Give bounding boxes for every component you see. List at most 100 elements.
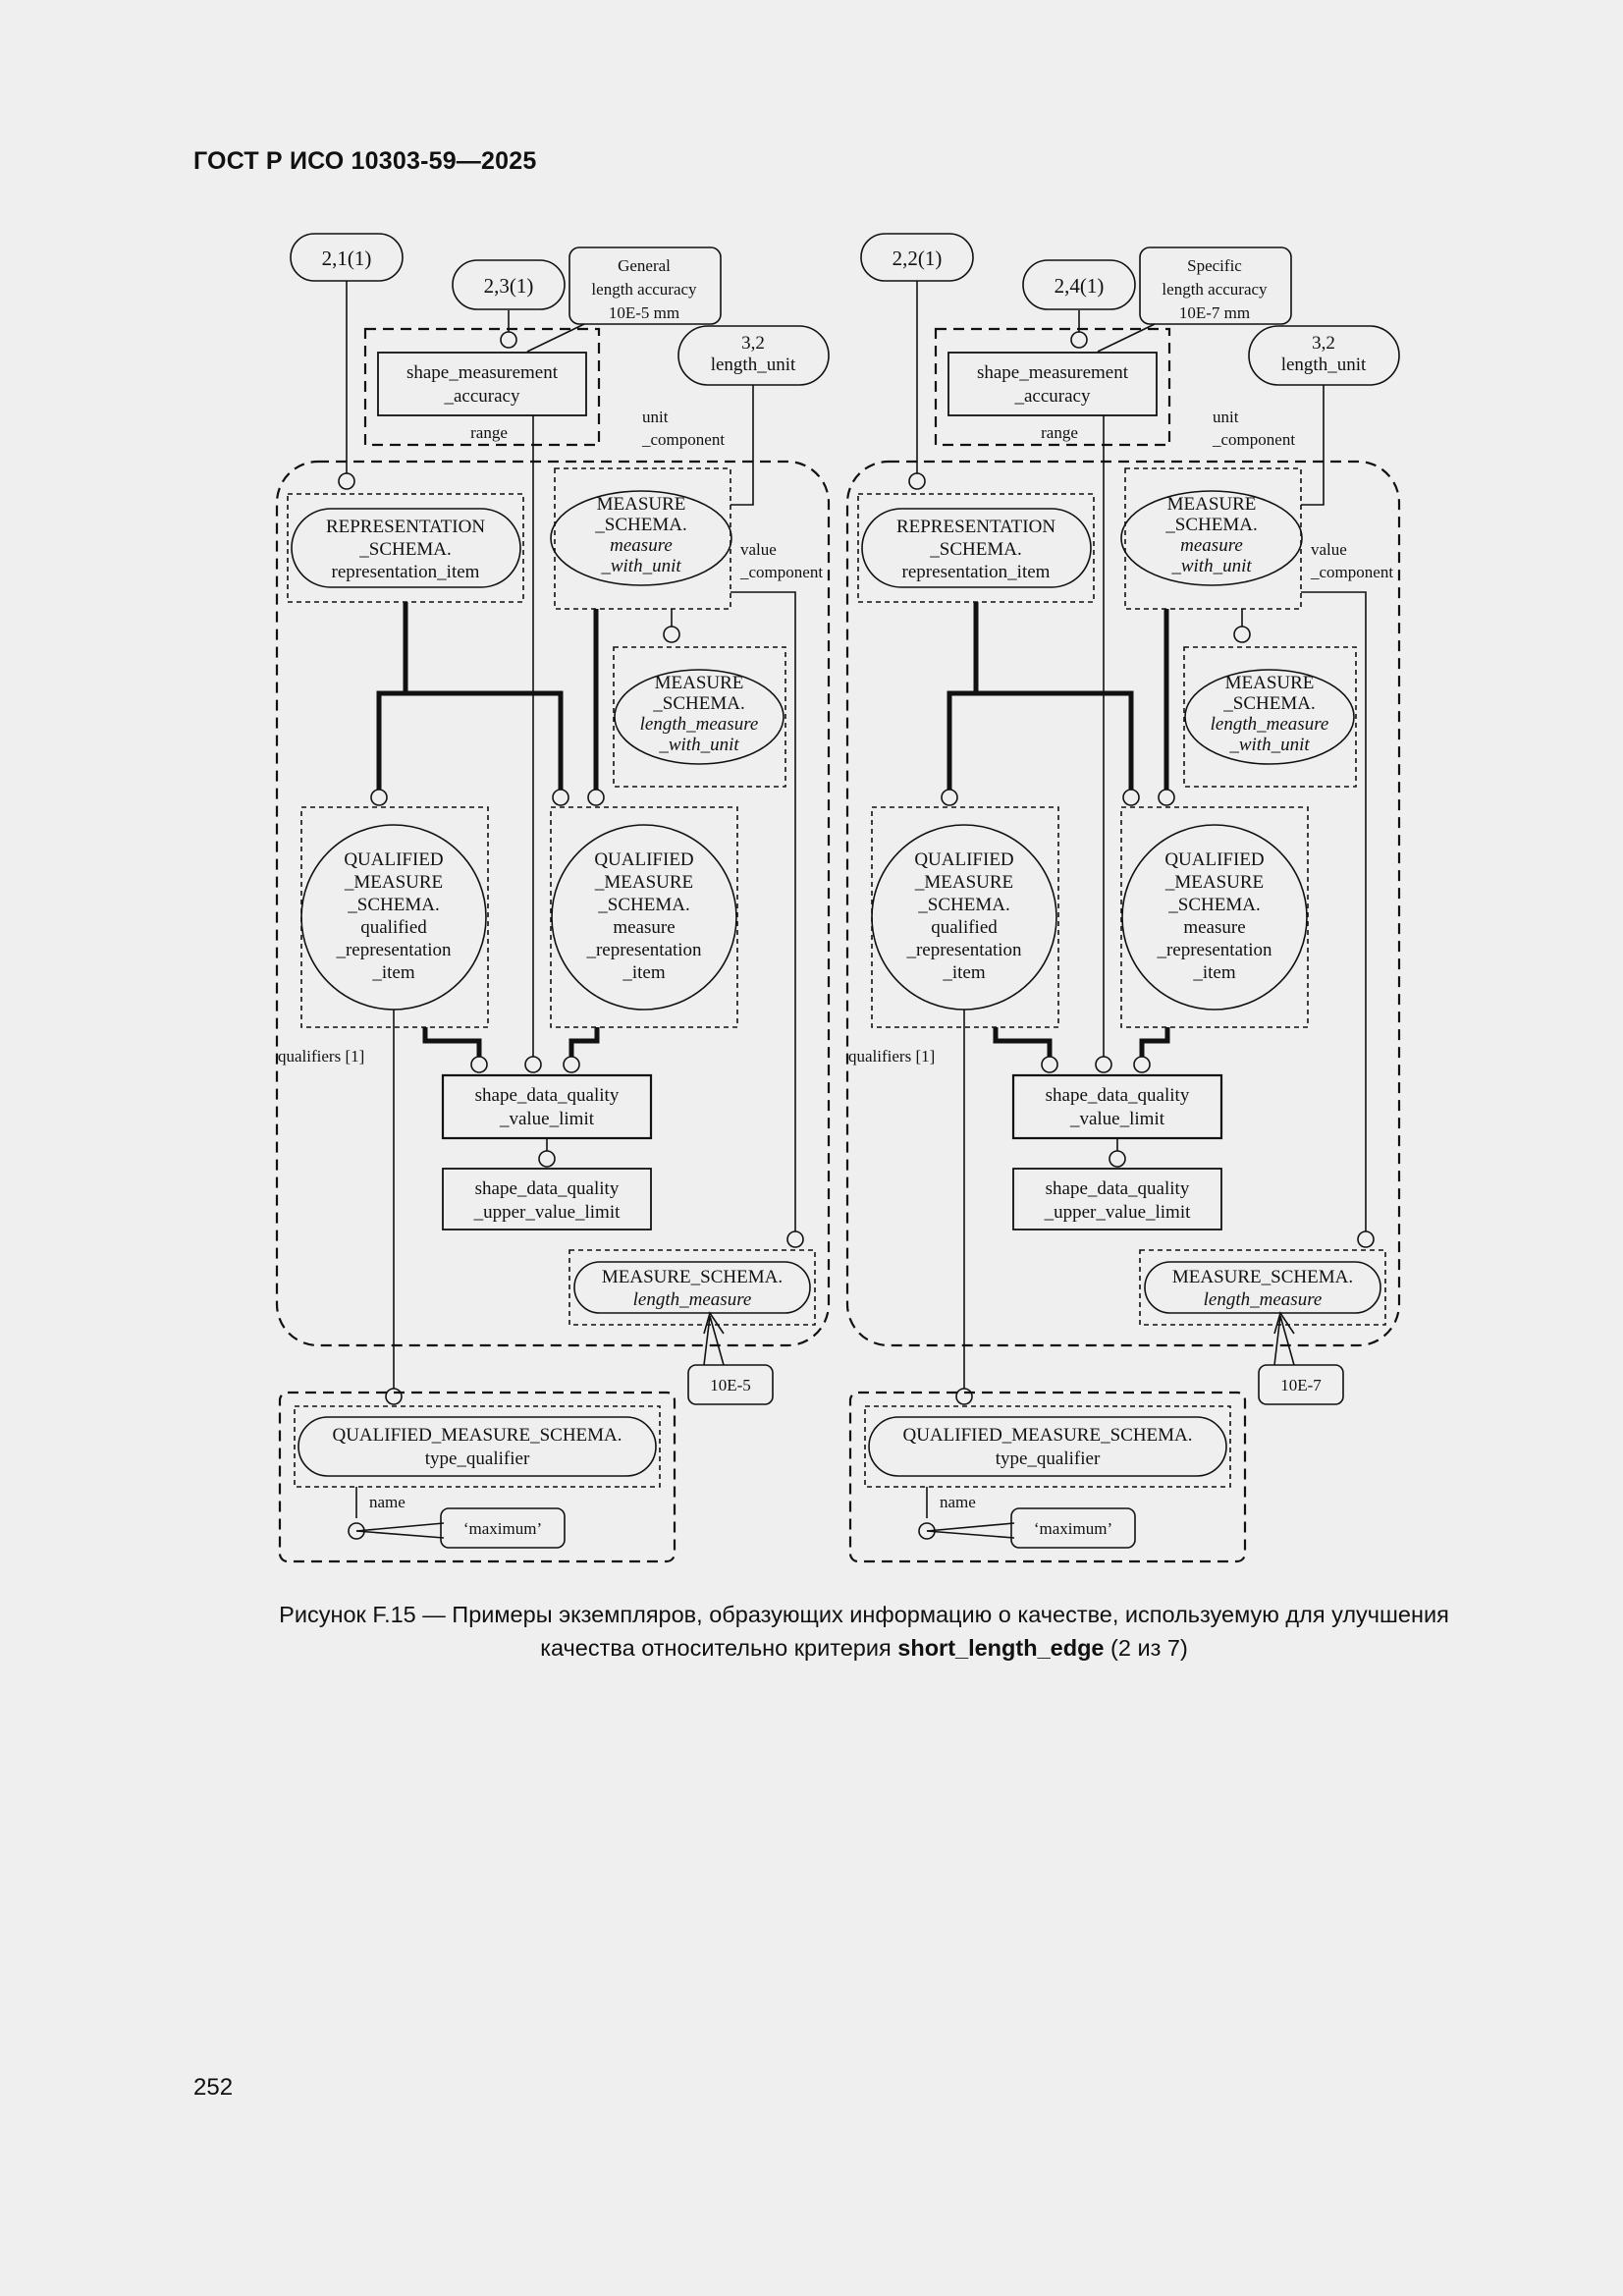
caption-criterion: short_length_edge bbox=[897, 1635, 1105, 1661]
d1-accuracy-note-text-line-1: General bbox=[618, 256, 671, 275]
d1-length-measure-connector bbox=[786, 1230, 804, 1248]
d1-mri-text-line-6: _item bbox=[622, 962, 665, 983]
d1-qri-text-line-4: qualified bbox=[360, 917, 427, 938]
d1-name-label: name bbox=[369, 1493, 406, 1511]
d2-qri-text-line-4: qualified bbox=[931, 917, 998, 938]
d2-name-value-pointer-a bbox=[926, 1530, 1015, 1539]
d1-page-ref-accuracy bbox=[452, 259, 566, 310]
d2-qri-text-line-6: _item bbox=[942, 962, 985, 983]
d2-mri-to-value-limit-link bbox=[1139, 1027, 1170, 1057]
d1-accuracy-group bbox=[363, 327, 601, 447]
d2-accuracy-entity-text-line-1: shape_measurement bbox=[977, 362, 1129, 383]
d2-rep-item-text-line-2: _SCHEMA. bbox=[929, 539, 1021, 560]
d2-length-measure-box bbox=[1139, 1249, 1386, 1326]
d2-qualifiers-label: qualifiers [1] bbox=[848, 1047, 935, 1066]
d1-unit-component-label-2: _component bbox=[641, 430, 725, 449]
d2-value-component-link bbox=[1301, 591, 1367, 1231]
d1-mwu-text-line-3: measure bbox=[610, 535, 673, 556]
d1-value-limit-connector-b bbox=[524, 1056, 542, 1073]
d2-mri-text-line-3: _SCHEMA. bbox=[1167, 895, 1260, 915]
d1-lmwu-shape bbox=[614, 669, 784, 765]
d1-value-component-link bbox=[730, 591, 796, 1231]
d2-unit-component-label-1: unit bbox=[1213, 408, 1239, 426]
d2-lmwu-connector bbox=[1233, 626, 1251, 643]
d1-type-qualifier-text-line-1: QUALIFIED_MEASURE_SCHEMA. bbox=[332, 1425, 622, 1446]
caption-line-1: Рисунок F.15 — Примеры экземпляров, обра… bbox=[279, 1602, 1449, 1627]
d2-accuracy-connector bbox=[1070, 331, 1088, 349]
d2-mri-text-line-5: _representation bbox=[1156, 940, 1272, 960]
d2-rep-to-qualified-link bbox=[947, 602, 979, 790]
d2-measure-rep-connector-a bbox=[1122, 789, 1140, 806]
d1-length-unit-ref-text-line-2: length_unit bbox=[711, 355, 796, 375]
d1-unit-component-label-1: unit bbox=[642, 408, 669, 426]
d2-type-qualifier-connector bbox=[955, 1388, 973, 1405]
d1-mri-text-line-2: _MEASURE bbox=[594, 872, 693, 893]
d2-value-note bbox=[1258, 1364, 1344, 1405]
d2-lmwu-text-line-4: _with_unit bbox=[1228, 735, 1310, 755]
d1-qri-text-line-1: QUALIFIED bbox=[344, 849, 443, 870]
d2-accuracy-note bbox=[1139, 246, 1292, 325]
d2-accuracy-note-text-line-3: 10E-7 mm bbox=[1179, 303, 1250, 322]
d1-value-note-pointer bbox=[703, 1311, 725, 1335]
d2-accuracy-group bbox=[934, 327, 1171, 447]
d1-name-value-pointer-a bbox=[355, 1530, 445, 1539]
d1-rep-to-measure-rep-link bbox=[406, 690, 564, 790]
document-header: ГОСТ Р ИСО 10303-59—2025 bbox=[193, 147, 537, 175]
d1-type-qualifier-group bbox=[278, 1391, 676, 1563]
d2-type-qualifier-shape bbox=[868, 1416, 1227, 1477]
d1-value-limit-connector-a bbox=[470, 1056, 488, 1073]
d1-value-limit-text-line-1: shape_data_quality bbox=[475, 1085, 620, 1106]
d1-qri-text-line-5: _representation bbox=[335, 940, 452, 960]
d2-qri-to-value-limit-link bbox=[993, 1027, 1053, 1057]
d2-accuracy-entity-text-line-2: _accuracy bbox=[1014, 386, 1091, 407]
d1-qri-text-line-6: _item bbox=[371, 962, 414, 983]
d2-mwu-text-line-2: _SCHEMA. bbox=[1164, 515, 1257, 535]
caption-suffix: (2 из 7) bbox=[1104, 1635, 1188, 1661]
d1-type-qualifier-connector bbox=[385, 1388, 403, 1405]
d1-mri-text-line-4: measure bbox=[613, 917, 675, 938]
d2-qri-text-line-2: _MEASURE bbox=[914, 872, 1013, 893]
d1-mwu-text-line-1: MEASURE bbox=[597, 494, 686, 515]
d1-length-measure-shape bbox=[573, 1261, 811, 1314]
d2-type-qualifier-group bbox=[848, 1391, 1247, 1563]
d2-upper-limit-connector bbox=[1109, 1150, 1126, 1168]
caption-prefix: качества относительно критерия bbox=[540, 1635, 898, 1661]
d2-value-limit-text-line-2: _value_limit bbox=[1069, 1109, 1165, 1129]
d1-mwu-text-line-4: _with_unit bbox=[600, 556, 681, 576]
d2-length-measure-text-2: length_measure bbox=[1204, 1289, 1323, 1310]
d1-accuracy-entity bbox=[377, 352, 587, 416]
d2-length-measure-connector bbox=[1357, 1230, 1375, 1248]
d1-length-unit-ref-text-line-1: 3,2 bbox=[741, 333, 765, 354]
d1-lmwu-box bbox=[613, 646, 786, 788]
d1-lmwu-text-line-4: _with_unit bbox=[658, 735, 739, 755]
d1-measure-rep-connector-a bbox=[552, 789, 569, 806]
d1-value-note bbox=[687, 1364, 774, 1405]
d1-rep-item-text-line-1: REPRESENTATION bbox=[326, 517, 485, 537]
d1-mri-to-value-limit-link bbox=[568, 1027, 600, 1057]
d1-mri-box bbox=[550, 806, 738, 1028]
d2-main-group bbox=[845, 460, 1401, 1347]
d1-value-note-text: 10E-5 bbox=[710, 1376, 751, 1394]
d2-name-value-text: ‘maximum’ bbox=[1034, 1519, 1112, 1538]
d1-unit-component-link bbox=[730, 385, 754, 506]
d1-value-limit-text-line-2: _value_limit bbox=[499, 1109, 595, 1129]
d2-lmwu-text-line-1: MEASURE bbox=[1225, 673, 1315, 693]
d1-mwu-text-line-2: _SCHEMA. bbox=[594, 515, 686, 535]
d2-mwu-text-line-4: _with_unit bbox=[1170, 556, 1252, 576]
d1-accuracy-connector bbox=[500, 331, 517, 349]
d1-mri-text-line-1: QUALIFIED bbox=[594, 849, 693, 870]
d2-length-measure-shape bbox=[1144, 1261, 1381, 1314]
d1-accuracy-note bbox=[568, 246, 722, 325]
d2-unit-component-link bbox=[1301, 385, 1325, 506]
d1-value-component-label-1: value bbox=[740, 540, 777, 559]
d2-mri-shape bbox=[1121, 824, 1308, 1011]
page-number: 252 bbox=[193, 2074, 234, 2101]
d1-lmwu-text-line-2: _SCHEMA. bbox=[652, 693, 744, 714]
d2-type-qualifier-text-line-1: QUALIFIED_MEASURE_SCHEMA. bbox=[902, 1425, 1192, 1446]
figure-caption: Рисунок F.15 — Примеры экземпляров, обра… bbox=[157, 1598, 1571, 1665]
d2-rep-item-text-line-3: representation_item bbox=[902, 562, 1051, 582]
d1-accuracy-entity-text-line-2: _accuracy bbox=[444, 386, 520, 407]
d2-accuracy-entity bbox=[947, 352, 1158, 416]
